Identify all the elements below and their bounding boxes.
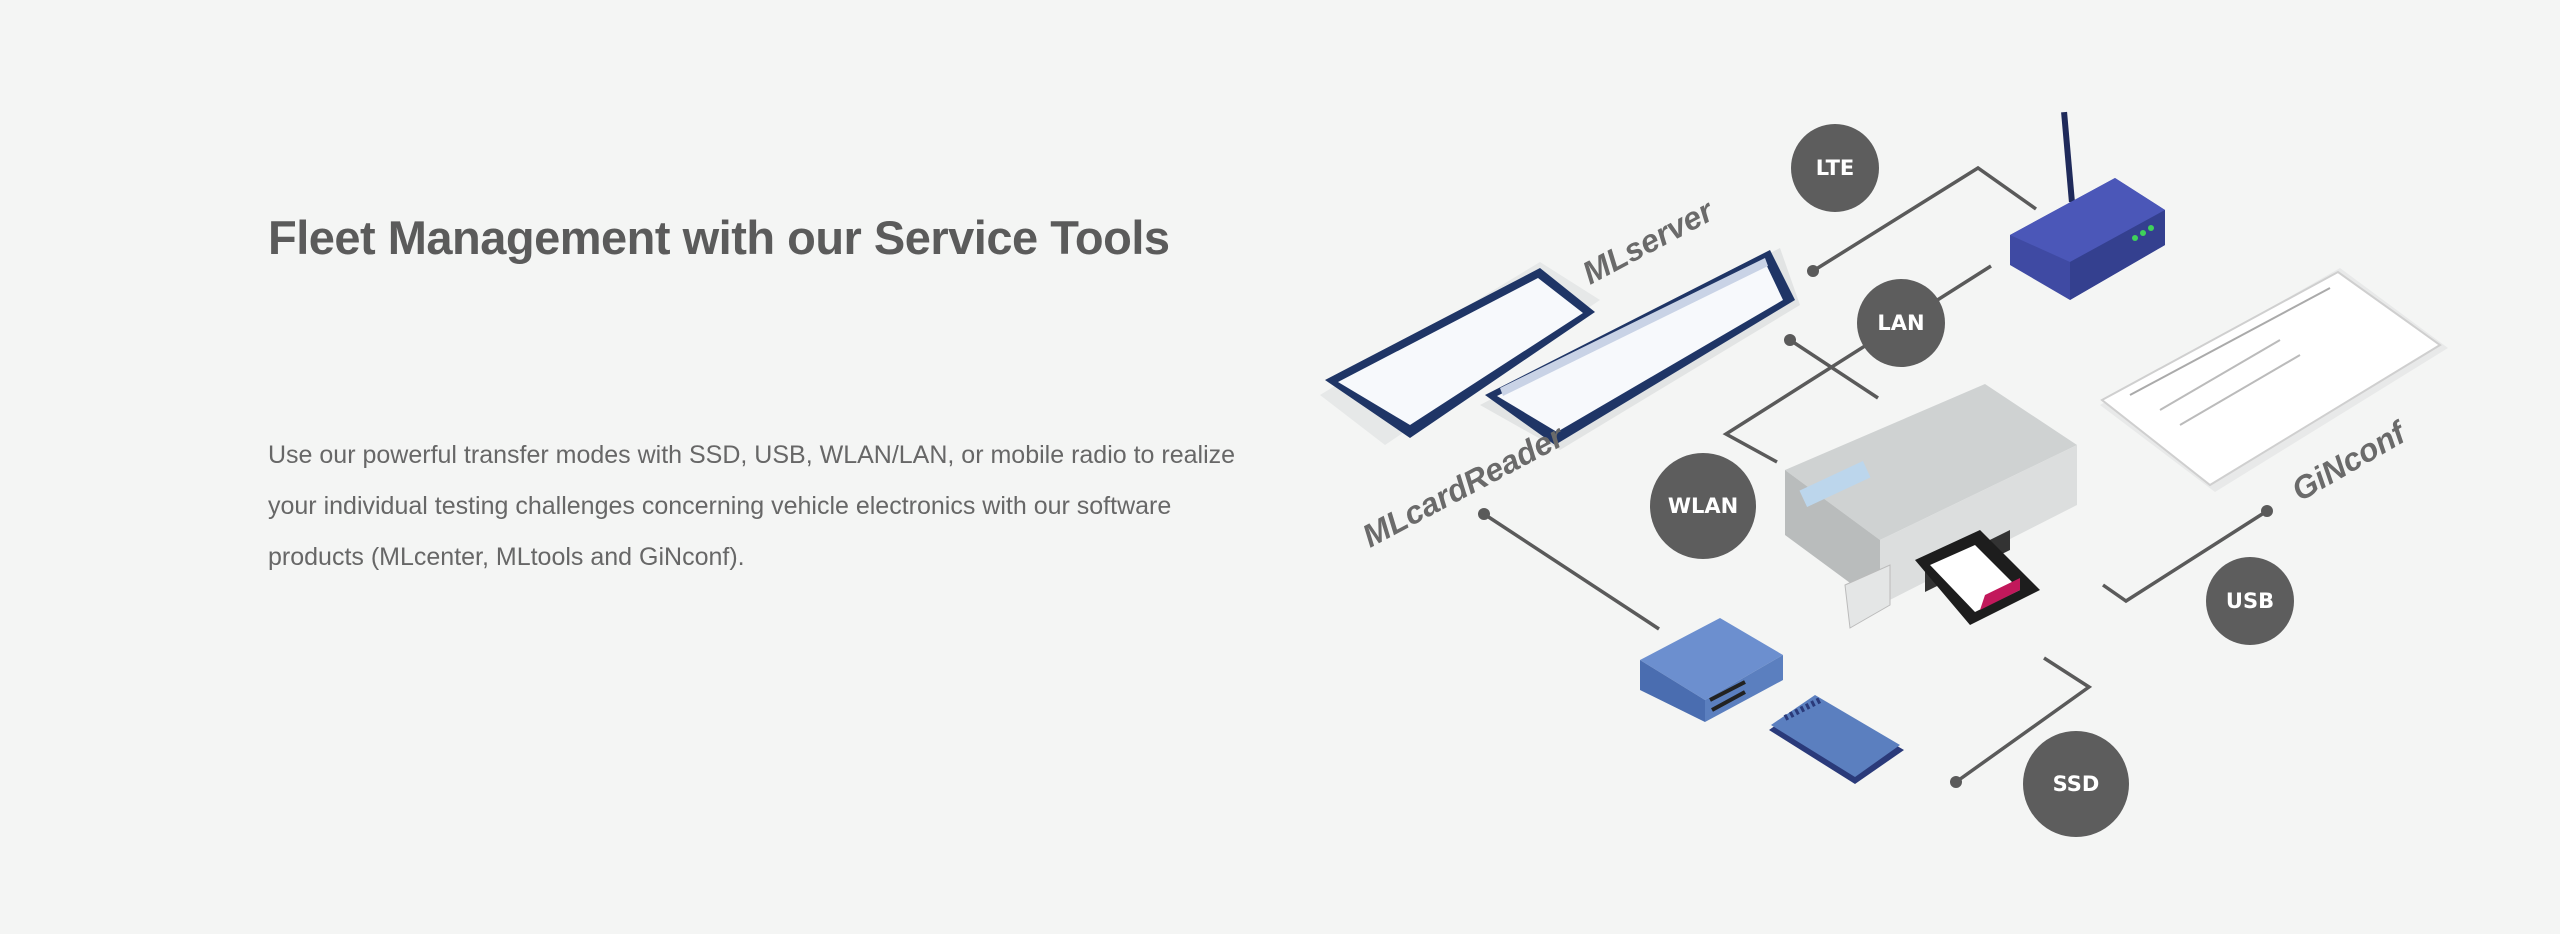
badge-wlan: WLAN: [1650, 453, 1756, 559]
data-logger-image: [1785, 384, 2077, 629]
svg-text:LAN: LAN: [1877, 311, 1924, 335]
lte-router-image: [2010, 111, 2165, 300]
ginconf-screenshot-image: [2100, 268, 2448, 492]
badge-lan: LAN: [1857, 279, 1945, 367]
connector-ssd: [1950, 656, 2093, 788]
tablet-devices-image: [1320, 248, 1800, 450]
sd-card-image: [1769, 695, 1904, 784]
connector-cardreader: [1478, 508, 1660, 631]
svg-text:SSD: SSD: [2053, 772, 2100, 796]
connector-lte: [1807, 165, 2038, 277]
connector-usb: [2102, 505, 2273, 604]
svg-text:LTE: LTE: [1816, 156, 1855, 180]
label-mlserver: MLserver: [1576, 192, 1720, 291]
badge-lte: LTE: [1791, 124, 1879, 212]
description-text: Use our powerful transfer modes with SSD…: [268, 441, 1236, 571]
badge-usb: USB: [2206, 557, 2294, 645]
page-title: Fleet Management with our Service Tools: [268, 211, 1170, 264]
card-reader-image: [1640, 618, 1783, 722]
badge-ssd: SSD: [2023, 731, 2129, 837]
svg-text:USB: USB: [2226, 589, 2274, 613]
svg-text:WLAN: WLAN: [1668, 494, 1738, 518]
